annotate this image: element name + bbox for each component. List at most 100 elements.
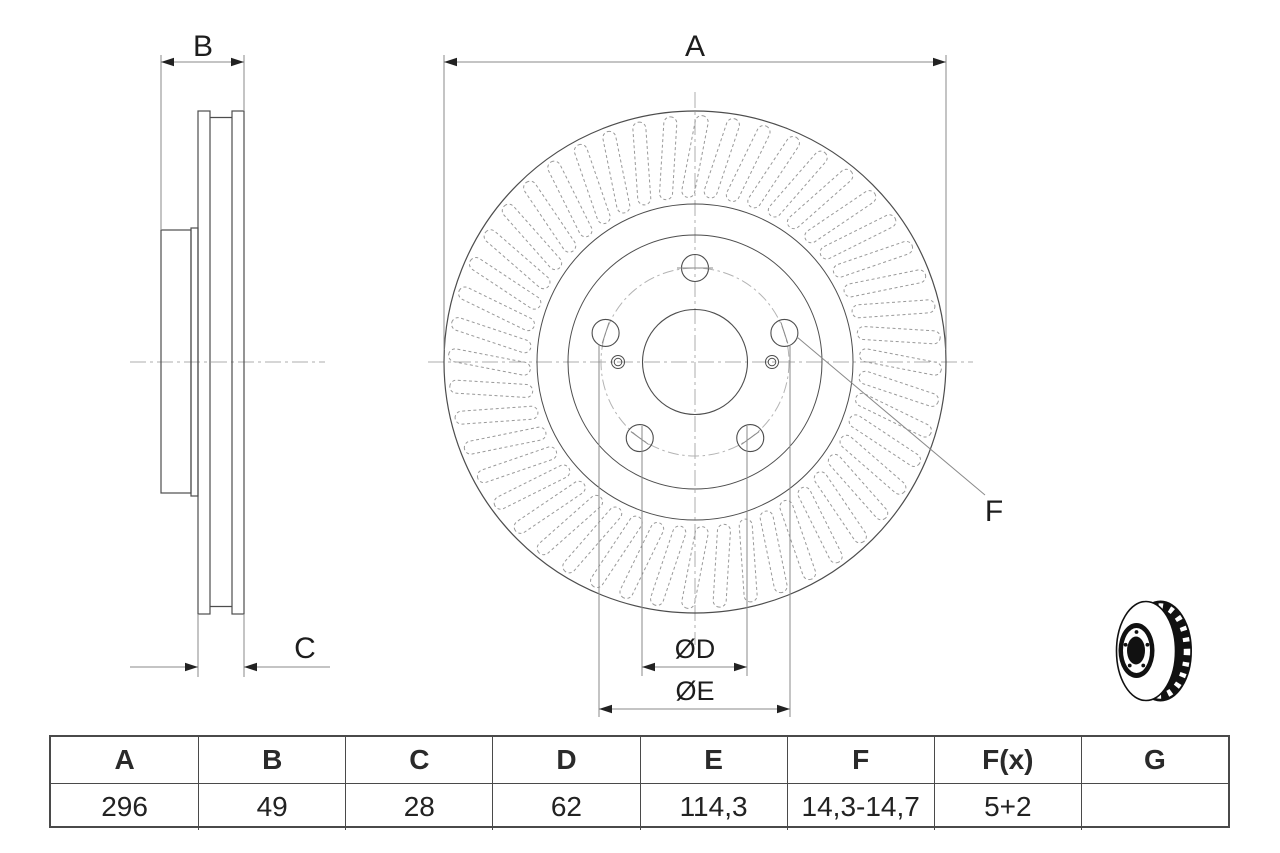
vent-slot [451, 317, 532, 354]
vent-slot [858, 370, 939, 407]
dimension-c [130, 614, 330, 677]
vent-slot [856, 326, 941, 345]
table-value-fx: 5+2 [933, 784, 1081, 830]
center-bore-circle [641, 308, 749, 416]
vent-slot [562, 506, 623, 574]
vent-slot [632, 121, 652, 206]
vent-slot [848, 414, 922, 467]
vent-slot [449, 379, 534, 398]
dim-b-arrow-left [161, 57, 174, 67]
vent-slot [590, 515, 643, 589]
vent-slot [712, 523, 731, 608]
table-value-c: 28 [345, 784, 492, 830]
pictogram-center-bore [1127, 636, 1145, 665]
pin-hole-right-inner [767, 357, 777, 367]
bolt-hole [736, 423, 765, 453]
dim-c-arrow-right [244, 662, 257, 672]
bolt-hole-tick [780, 322, 789, 344]
dim-d-label: ØD [675, 634, 716, 664]
vent-slot [725, 125, 771, 202]
dim-b-arrow-right [231, 57, 244, 67]
front-view [428, 92, 973, 645]
vent-slot [804, 190, 877, 244]
bolt-hole-tick [630, 431, 649, 445]
table-value-a: 296 [101, 791, 148, 822]
vent-slot [779, 499, 817, 581]
vent-slot [659, 116, 678, 201]
inner-friction-plate-section [231, 110, 245, 615]
vent-slot [458, 286, 535, 332]
dim-d-arrow-left [642, 662, 655, 672]
vent-slot [536, 494, 604, 556]
pictogram-bolt-dot [1134, 630, 1139, 634]
vent-slot [513, 480, 586, 534]
friction-inner-circle [567, 234, 823, 490]
dimension-e [598, 345, 791, 717]
vent-slot [547, 160, 593, 238]
pictogram-bolt-dot [1145, 642, 1150, 647]
table-value-g [1080, 784, 1228, 830]
vent-slot [819, 214, 897, 260]
dim-a-label: A [685, 30, 705, 63]
pin-hole-left-inner [613, 357, 623, 367]
spec-table: A B C D E F F(x) G 296 49 28 62 114,3 14… [49, 735, 1230, 830]
vent-slot [650, 525, 687, 606]
bolt-hole-tick [601, 322, 610, 344]
vent-slot [501, 203, 563, 271]
vent-slot [573, 143, 611, 225]
vent-slot [839, 434, 907, 495]
vent-slot [832, 240, 914, 278]
vent-slot [786, 168, 854, 230]
vent-slot [523, 180, 577, 253]
vented-brake-disc-3d-icon [1115, 600, 1192, 702]
table-header-b: B [198, 737, 346, 784]
bolt-holes [591, 253, 799, 453]
vent-slot [463, 426, 547, 455]
vent-slot [843, 269, 927, 298]
vent-slot [703, 118, 740, 199]
dim-b-label: B [193, 30, 213, 63]
drawing-canvas: B C A [130, 30, 1192, 717]
table-header-a: A [51, 737, 199, 784]
table-value-e: 114,3 [639, 784, 787, 830]
side-section-view [130, 110, 325, 615]
vent-slot [759, 510, 788, 594]
dimension-f [796, 336, 986, 496]
dim-e-label: ØE [675, 676, 714, 706]
dim-c-arrow-left [185, 662, 198, 672]
pictogram-bolt-holes [1123, 630, 1150, 668]
bolt-circle [600, 267, 790, 457]
vent-slot [855, 392, 932, 438]
bolt-hole-tick [741, 431, 760, 445]
dim-f-leader-line [796, 336, 986, 496]
vent-slot [448, 348, 531, 376]
vent-slot [476, 446, 558, 484]
dim-a-arrow-left [444, 57, 457, 67]
table-header-f: F [786, 737, 934, 784]
dim-e-arrow-right [777, 704, 790, 714]
vent-slot-ring [448, 115, 942, 609]
vent-slot [813, 471, 867, 544]
vent-slot [767, 150, 828, 218]
dim-a-arrow-right [933, 57, 946, 67]
table-header-c: C [345, 737, 493, 784]
dimension-d [641, 426, 748, 676]
table-header-d: D [492, 737, 640, 784]
dimension-b [160, 55, 245, 229]
dim-f-label: F [985, 495, 1003, 528]
vent-slot [681, 115, 709, 198]
vent-slot [738, 518, 758, 603]
outer-friction-plate-section [197, 110, 211, 615]
pictogram-bolt-dot [1127, 663, 1132, 668]
dimension-a [443, 55, 947, 350]
vent-slot [468, 257, 542, 310]
vent-slot [747, 135, 800, 209]
pin-hole-right-outer [765, 355, 779, 369]
vent-slot [859, 348, 942, 376]
vent-slot [681, 526, 709, 609]
slot-inner-circle [536, 203, 854, 521]
vent-slot [797, 486, 843, 564]
bolt-hole [770, 318, 799, 348]
vent-slot [827, 453, 889, 521]
